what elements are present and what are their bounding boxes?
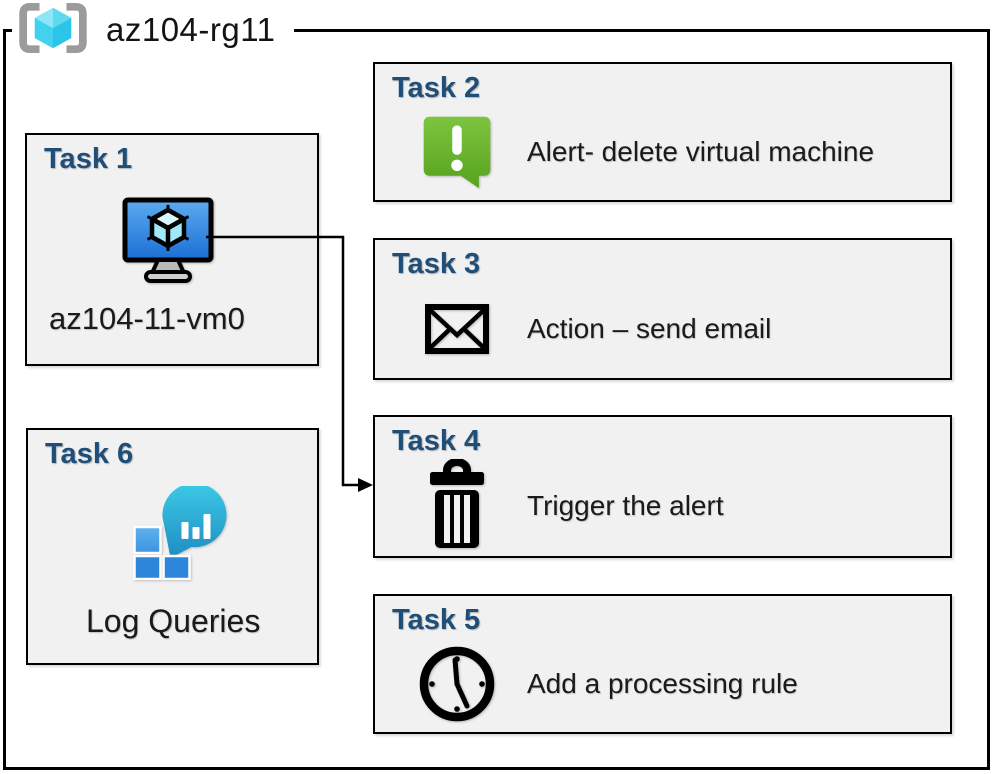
task4-label: Trigger the alert bbox=[527, 489, 724, 521]
clock-icon bbox=[409, 644, 505, 724]
task1-label: az104-11-vm0 bbox=[49, 301, 245, 336]
task5-label: Add a processing rule bbox=[527, 668, 798, 699]
task6-title: Task 6 bbox=[45, 438, 134, 470]
task5-box: Task 5 Add a processing rule bbox=[373, 594, 952, 734]
trash-icon bbox=[409, 458, 505, 553]
task6-label: Log Queries bbox=[86, 603, 261, 639]
virtual-machine-icon bbox=[120, 195, 216, 290]
task3-box: Task 3 Action – send email bbox=[373, 238, 952, 380]
task3-label: Action – send email bbox=[527, 313, 772, 344]
task2-title: Task 2 bbox=[392, 72, 481, 104]
task5-title: Task 5 bbox=[392, 604, 481, 636]
task1-box: Task 1 az104-11-vm bbox=[25, 133, 319, 366]
task6-box: Task 6 Log Queries bbox=[26, 428, 319, 665]
task4-box: Task 4 Trigger the alert bbox=[373, 415, 952, 558]
resource-group-header: az104-rg11 bbox=[12, 2, 294, 59]
task1-title: Task 1 bbox=[44, 143, 133, 175]
email-icon bbox=[409, 304, 505, 354]
resource-group-name: az104-rg11 bbox=[106, 11, 276, 48]
resource-group-icon bbox=[16, 2, 90, 59]
task2-box: Task 2 Alert- delete virtual machine bbox=[373, 62, 952, 202]
alert-icon bbox=[409, 113, 505, 191]
task4-title: Task 4 bbox=[392, 425, 481, 457]
log-analytics-icon bbox=[133, 483, 230, 585]
task3-title: Task 3 bbox=[392, 248, 481, 280]
task2-label: Alert- delete virtual machine bbox=[527, 136, 875, 167]
